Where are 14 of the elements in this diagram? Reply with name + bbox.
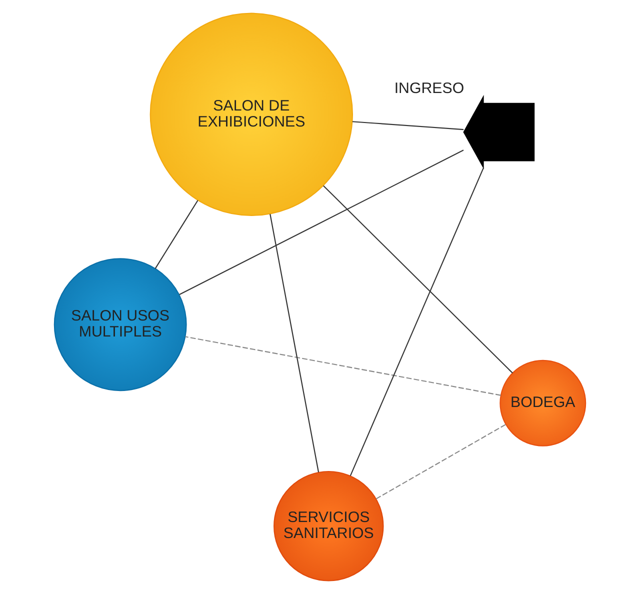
node-circle: SALON USOS MULTIPLES bbox=[54, 258, 187, 391]
connector bbox=[185, 336, 501, 396]
connector bbox=[376, 423, 506, 499]
node-label: INGRESO bbox=[394, 79, 464, 96]
connector bbox=[350, 166, 484, 476]
node-circle: BODEGA bbox=[500, 359, 586, 446]
connector bbox=[323, 184, 513, 373]
connector bbox=[154, 200, 198, 268]
connector bbox=[352, 120, 464, 130]
connector bbox=[179, 149, 464, 294]
node-circle: SALON DE EXHIBICIONES bbox=[150, 12, 354, 216]
node-arrow bbox=[463, 94, 535, 169]
node-circle: SERVICIOS SANITARIOS bbox=[274, 470, 384, 581]
connector bbox=[270, 213, 320, 472]
